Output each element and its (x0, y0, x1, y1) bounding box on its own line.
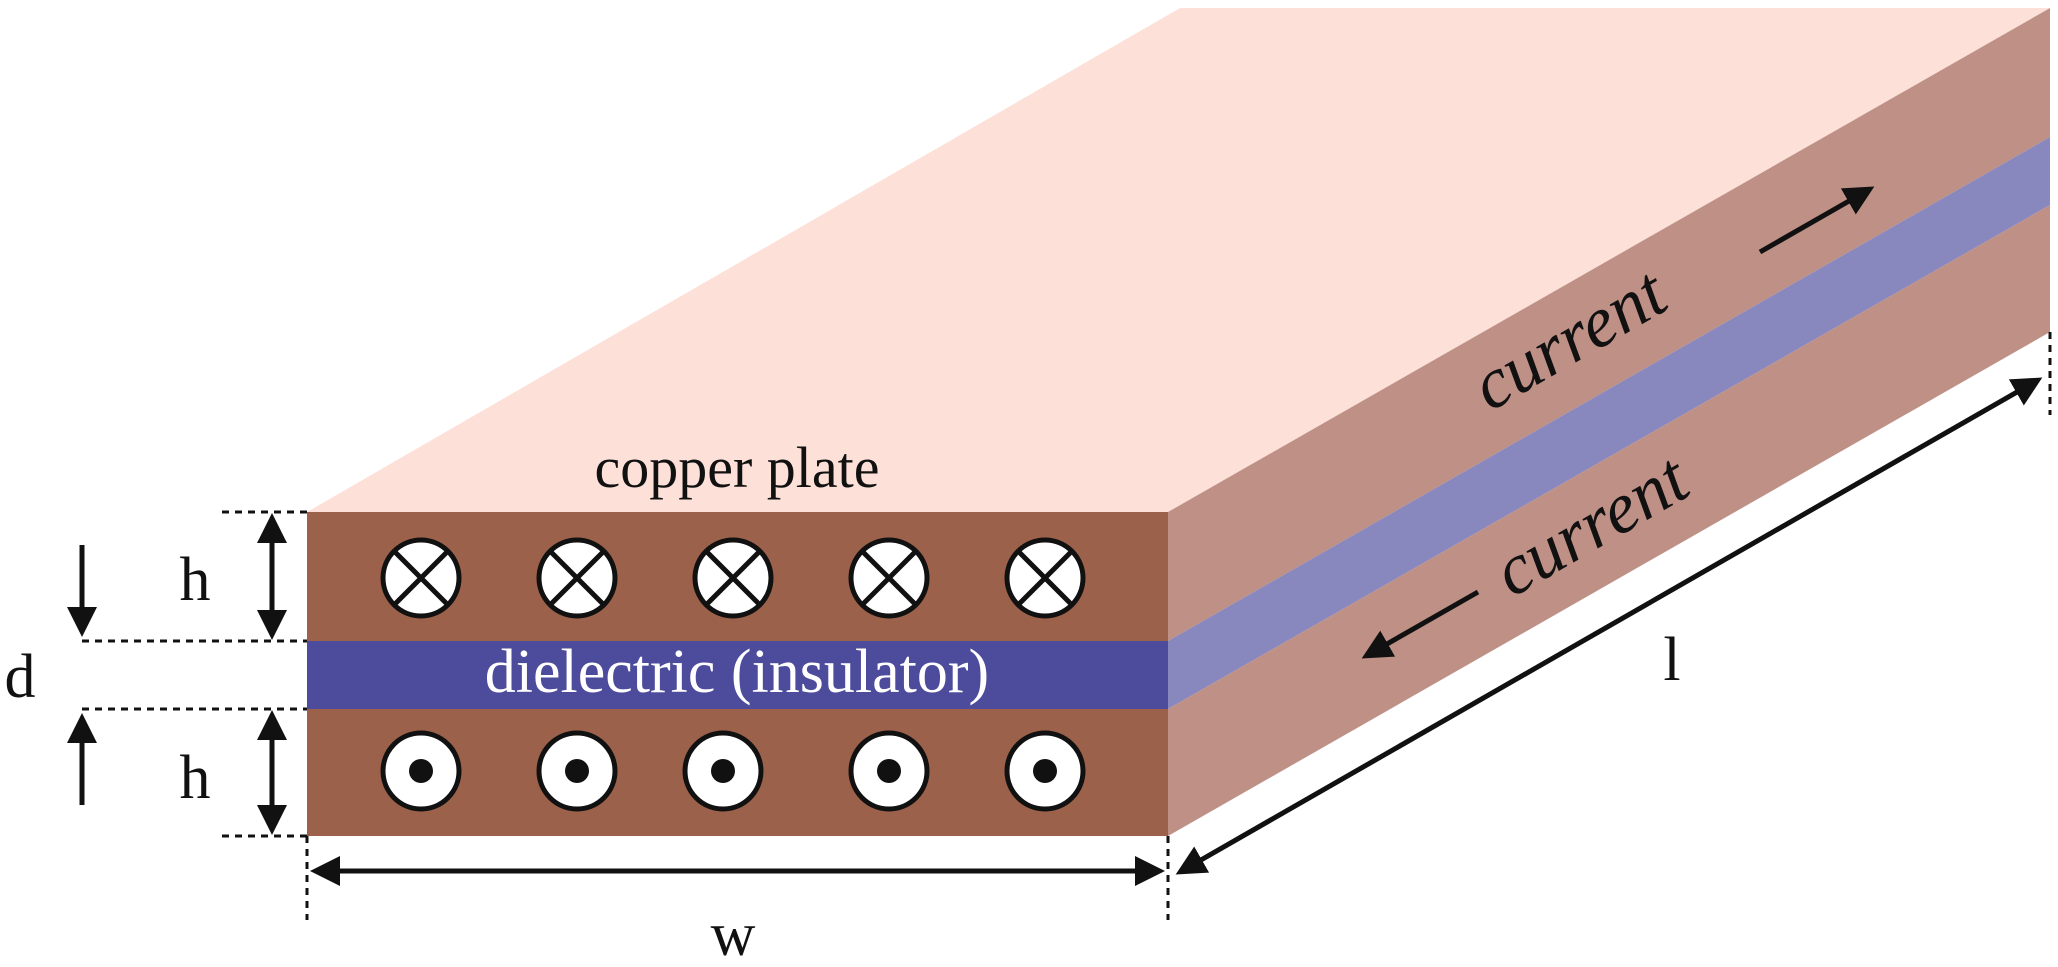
cross-circle-icon (848, 537, 930, 619)
dot-circle-icon (1004, 730, 1086, 812)
dot-circle-icon (848, 730, 930, 812)
left-dotted-guides (82, 332, 2052, 920)
cross-circle-icon (380, 537, 462, 619)
current-into-page-symbols (380, 537, 1086, 619)
w-label: w (711, 901, 756, 967)
current-backward-arrow (1361, 589, 1480, 659)
dot-circle-icon (682, 730, 764, 812)
h-bottom-label: h (180, 744, 211, 812)
current-out-of-page-symbols (380, 730, 1086, 812)
l-label: l (1663, 626, 1680, 694)
dielectric-label: dielectric (insulator) (485, 638, 989, 706)
h-top-label: h (180, 546, 211, 614)
dot-circle-icon (380, 730, 462, 812)
l-dimension-arrow (1175, 377, 2043, 875)
copper-top-face (307, 8, 2050, 512)
cross-circle-icon (1004, 537, 1086, 619)
cross-circle-icon (536, 537, 618, 619)
copper-plate-label: copper plate (594, 435, 879, 500)
dot-circle-icon (536, 730, 618, 812)
dielectric-front (307, 641, 1168, 709)
current-forward-arrow (1758, 186, 1875, 255)
cross-circle-icon (692, 537, 774, 619)
d-label: d (5, 643, 36, 711)
